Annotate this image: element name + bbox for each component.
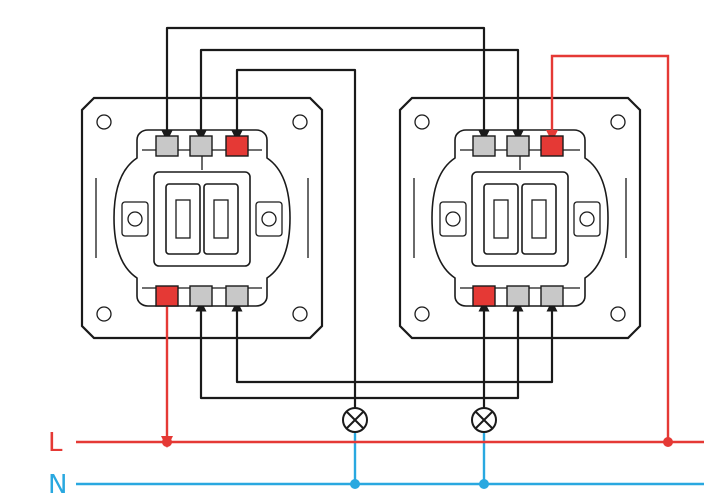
terminal-left-top-live xyxy=(225,135,249,157)
junction-dot xyxy=(663,437,673,447)
wire-top-middle xyxy=(195,48,524,142)
lamp-icon xyxy=(471,407,497,433)
terminal-right-top-2 xyxy=(506,135,530,157)
terminal-right-bottom-3 xyxy=(540,285,564,307)
wire-bottom-inner xyxy=(231,300,558,384)
terminal-right-top-1 xyxy=(472,135,496,157)
wire-top-outer xyxy=(161,26,490,142)
wire-left-lamp-feed xyxy=(231,68,357,408)
terminal-left-bottom-2 xyxy=(189,285,213,307)
label-line: L xyxy=(48,428,63,458)
label-neutral: N xyxy=(48,470,67,500)
junction-dot xyxy=(350,479,360,489)
terminal-left-top-2 xyxy=(189,135,213,157)
junction-dot xyxy=(479,479,489,489)
terminal-right-top-live xyxy=(540,135,564,157)
terminal-right-bottom-2 xyxy=(506,285,530,307)
terminal-left-bottom-live xyxy=(155,285,179,307)
wire-bottom-outer xyxy=(195,300,524,400)
terminal-left-top-1 xyxy=(155,135,179,157)
junction-dot xyxy=(162,437,172,447)
wire-live-right xyxy=(546,54,670,442)
terminal-right-bottom-live xyxy=(472,285,496,307)
lamp-icon xyxy=(342,407,368,433)
terminal-left-bottom-3 xyxy=(225,285,249,307)
